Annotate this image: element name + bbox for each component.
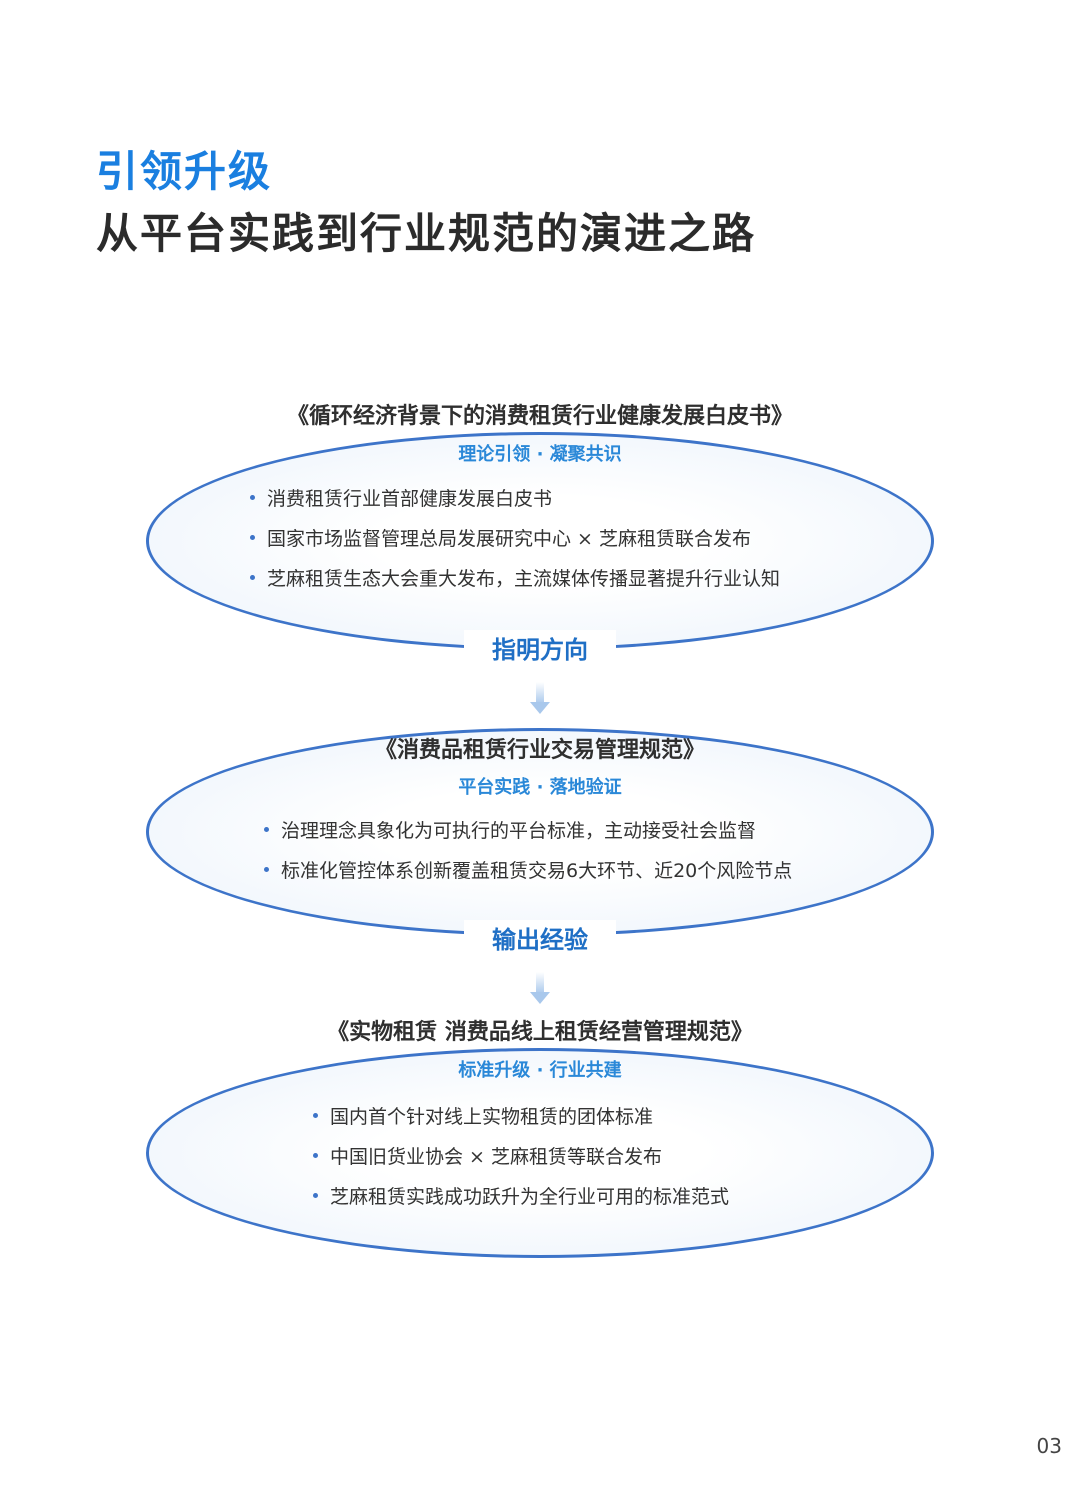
bullet-dot-icon: [250, 495, 255, 500]
list-item: 中国旧货业协会 × 芝麻租赁等联合发布: [313, 1137, 729, 1177]
list-item: 治理理念具象化为可执行的平台标准，主动接受社会监督: [264, 811, 792, 851]
bullet-dot-icon: [264, 827, 269, 832]
stage-1-bullet-list: 消费租赁行业首部健康发展白皮书 国家市场监督管理总局发展研究中心 × 芝麻租赁联…: [250, 479, 780, 599]
stage-3-bullet-list: 国内首个针对线上实物租赁的团体标准 中国旧货业协会 × 芝麻租赁等联合发布 芝麻…: [313, 1097, 729, 1217]
bullet-dot-icon: [313, 1193, 318, 1198]
stage-2-connector: 输出经验: [0, 920, 1080, 955]
bullet-dot-icon: [264, 867, 269, 872]
stage-1-subtitle: 理论引领 · 凝聚共识: [458, 444, 622, 465]
page-number: 03: [1036, 1434, 1062, 1458]
stage-1-doc-title: 《循环经济背景下的消费租赁行业健康发展白皮书》: [286, 404, 793, 429]
bullet-dot-icon: [250, 535, 255, 540]
stage-3-ellipse: [146, 1048, 934, 1258]
list-item: 消费租赁行业首部健康发展白皮书: [250, 479, 780, 519]
connector-label: 输出经验: [464, 920, 616, 955]
section-kicker: 引领升级: [96, 147, 273, 196]
down-arrow-icon: [530, 972, 550, 1006]
stage-1-ellipse: [146, 432, 934, 650]
stage-3-doc-title: 《实物租赁 消费品线上租赁经营管理规范》: [327, 1020, 753, 1045]
stage-2-doc-title: 《消费品租赁行业交易管理规范》: [374, 738, 705, 763]
stage-3-subtitle: 标准升级 · 行业共建: [458, 1060, 622, 1081]
list-item: 国家市场监督管理总局发展研究中心 × 芝麻租赁联合发布: [250, 519, 780, 559]
bullet-dot-icon: [313, 1113, 318, 1118]
page-title: 从平台实践到行业规范的演进之路: [96, 209, 757, 258]
list-item: 标准化管控体系创新覆盖租赁交易6大环节、近20个风险节点: [264, 851, 792, 891]
stage-2-bullet-list: 治理理念具象化为可执行的平台标准，主动接受社会监督 标准化管控体系创新覆盖租赁交…: [264, 811, 792, 891]
down-arrow-icon: [530, 682, 550, 716]
connector-label: 指明方向: [464, 630, 616, 665]
stage-2-subtitle: 平台实践 · 落地验证: [458, 777, 622, 798]
stage-1-connector: 指明方向: [0, 630, 1080, 665]
list-item: 国内首个针对线上实物租赁的团体标准: [313, 1097, 729, 1137]
bullet-dot-icon: [313, 1153, 318, 1158]
stage-2-ellipse: [146, 728, 934, 936]
bullet-dot-icon: [250, 575, 255, 580]
list-item: 芝麻租赁生态大会重大发布，主流媒体传播显著提升行业认知: [250, 559, 780, 599]
list-item: 芝麻租赁实践成功跃升为全行业可用的标准范式: [313, 1177, 729, 1217]
